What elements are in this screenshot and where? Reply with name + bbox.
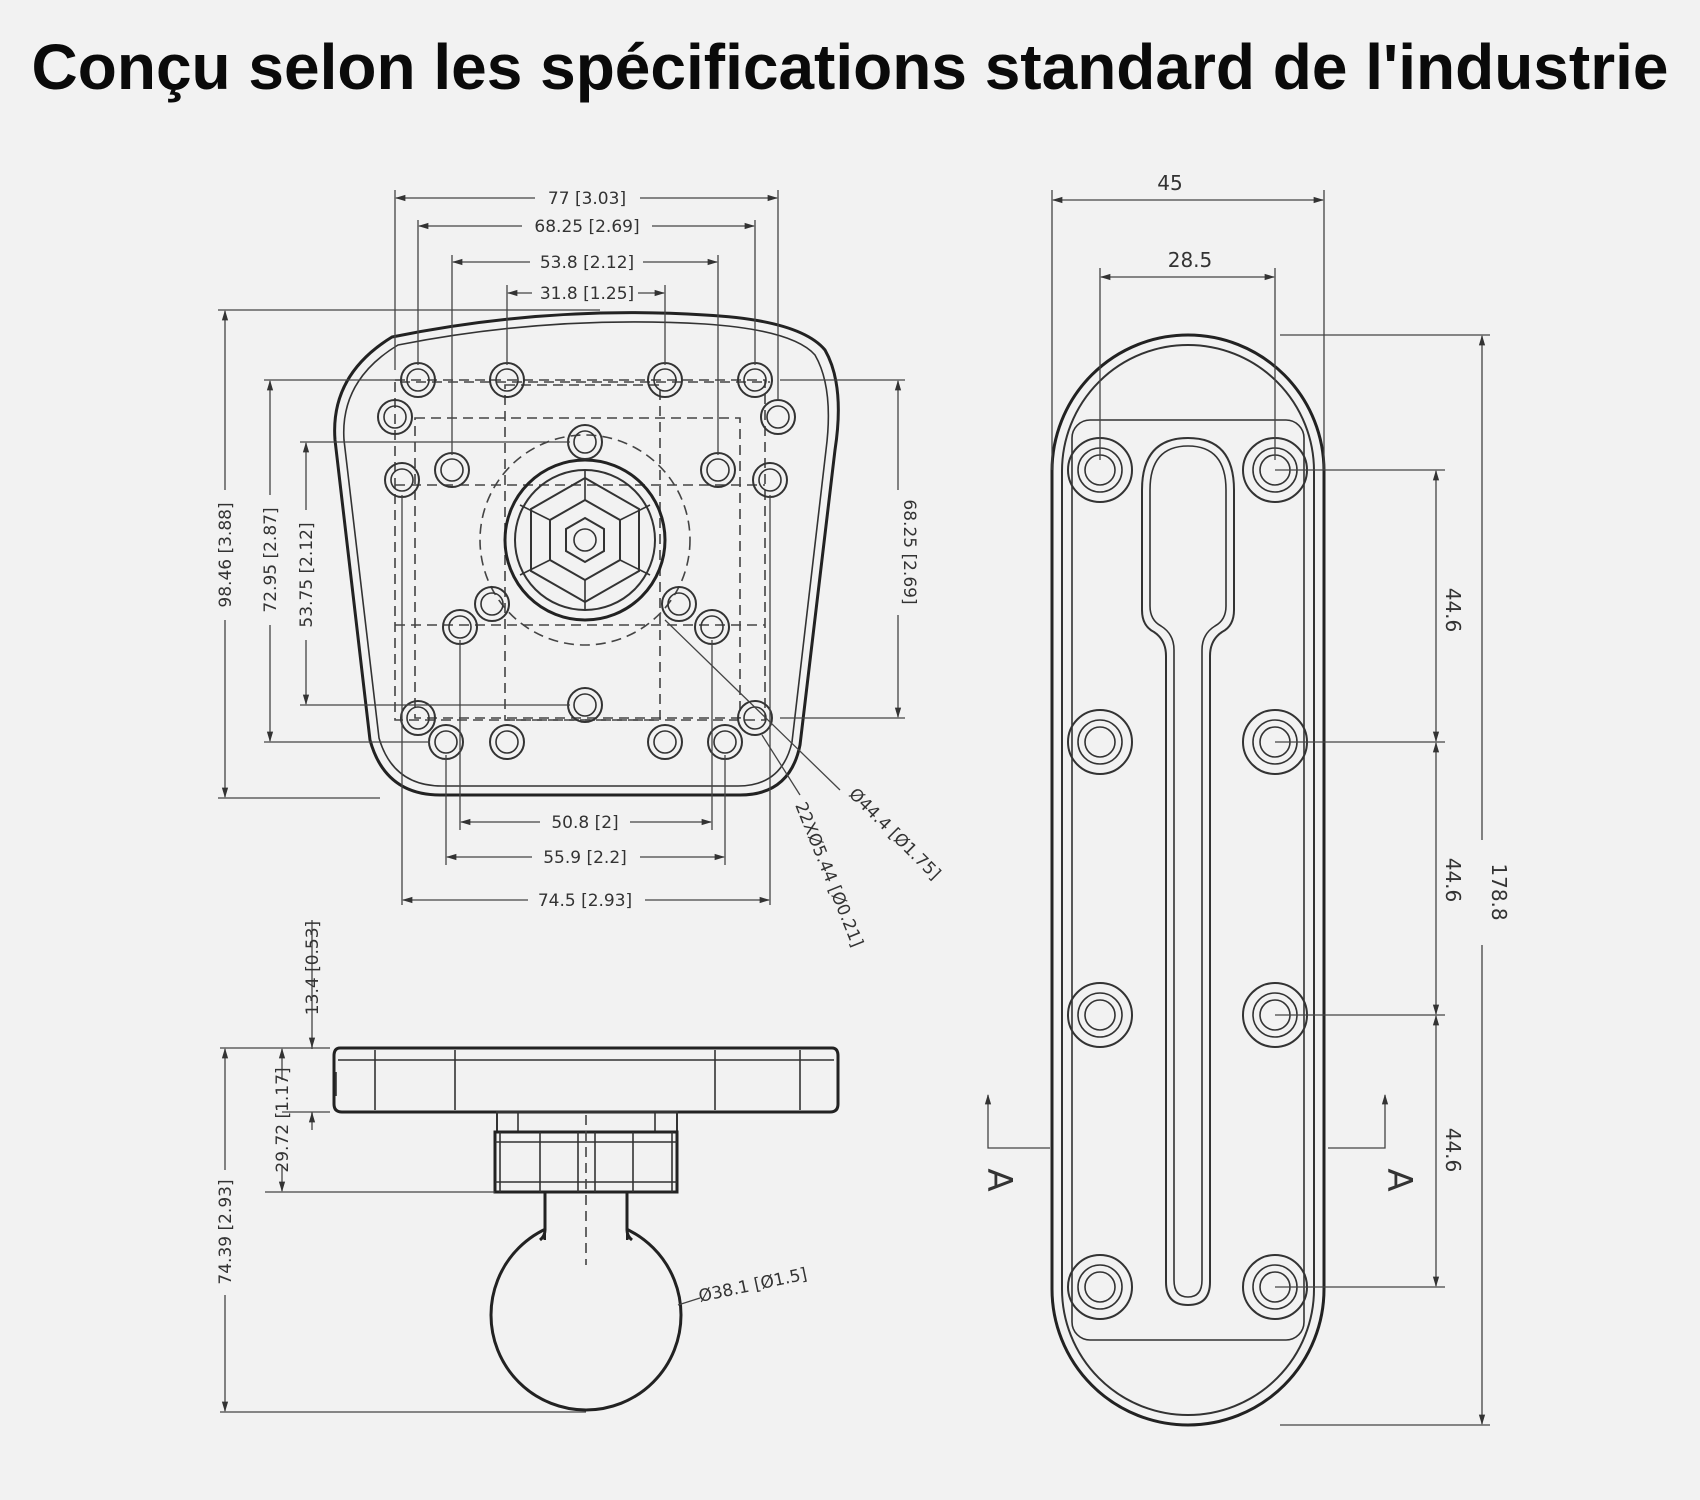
hole <box>442 609 478 645</box>
section-marker-right: A <box>1328 1093 1419 1192</box>
dim-label-pitch-1: 44.6 <box>1441 588 1465 633</box>
rail-outline <box>1050 333 1326 1427</box>
dim-label-74-39: 74.39 [2.93] <box>216 1179 236 1284</box>
section-label-right: A <box>1379 1168 1419 1191</box>
hole <box>428 724 464 760</box>
dim-label-98-46: 98.46 [3.88] <box>216 502 236 607</box>
hole <box>434 452 470 488</box>
hex-flange <box>496 1111 678 1133</box>
callout-bolt-circle: Ø44.4 [Ø1.75] <box>844 784 944 884</box>
hole <box>700 452 736 488</box>
top-horizontal-dims: 77 [3.03] 68.25 [2.69] 53.8 [2.12] 31.8 … <box>394 189 779 455</box>
plate-inner-outline <box>342 321 830 787</box>
dim-label-29-72: 29.72 [1.17] <box>273 1067 293 1172</box>
dim-label-pitch-2: 44.6 <box>1441 858 1465 903</box>
hole <box>384 462 420 498</box>
dim-label-68-25: 68.25 [2.69] <box>534 217 639 237</box>
right-vertical-dims: 68.25 [2.69] <box>780 379 919 719</box>
hole-pattern-outer <box>394 379 766 721</box>
plate-outline <box>333 311 840 797</box>
hole <box>661 586 697 622</box>
hole <box>474 586 510 622</box>
dim-label-31-8: 31.8 [1.25] <box>540 284 634 304</box>
hole <box>694 609 730 645</box>
dim-label-28-5: 28.5 <box>1168 248 1213 272</box>
dim-label-pitch-3: 44.6 <box>1441 1128 1465 1173</box>
dim-label-74-5: 74.5 [2.93] <box>538 891 632 911</box>
hole <box>400 700 436 736</box>
section-label-left: A <box>979 1168 1019 1191</box>
hole-pattern-mid <box>414 417 741 719</box>
hole <box>647 724 683 760</box>
rail-holes <box>1067 437 1308 1320</box>
top-view: 77 [3.03] 68.25 [2.69] 53.8 [2.12] 31.8 … <box>216 189 944 950</box>
hole <box>737 700 773 736</box>
hole <box>567 424 603 460</box>
bottom-horizontal-dims: 50.8 [2] 55.9 [2.2] 74.5 [2.93] <box>401 495 771 911</box>
hole <box>489 724 525 760</box>
rail-view: 45 28.5 44.6 44.6 44.6 178.8 A A <box>979 171 1511 1427</box>
section-marker-left: A <box>979 1093 1050 1192</box>
dim-label-53-8: 53.8 [2.12] <box>540 253 634 273</box>
hole <box>1067 1254 1133 1320</box>
hole <box>567 687 603 723</box>
hole <box>760 399 796 435</box>
keyhole-slot <box>1141 436 1235 1307</box>
hole <box>1067 982 1133 1048</box>
left-vertical-dims: 98.46 [3.88] 72.95 [2.87] 53.75 [2.12] <box>216 309 600 799</box>
side-view: 13.4 [0.53] 29.72 [1.17] 74.39 [2.93] Ø3… <box>216 920 840 1413</box>
side-plate <box>332 1046 840 1114</box>
dim-label-68-25-vertical: 68.25 [2.69] <box>899 499 919 604</box>
dim-label-178-8: 178.8 <box>1487 863 1511 920</box>
bolt-circle <box>479 434 691 646</box>
hole <box>752 462 788 498</box>
hole <box>377 399 413 435</box>
dim-label-45: 45 <box>1157 171 1182 195</box>
callout-hole-count: 22XØ5.44 [Ø0.21] <box>790 799 866 950</box>
page-title: Conçu selon les spécifications standard … <box>31 31 1669 103</box>
dim-label-72-95: 72.95 [2.87] <box>261 507 281 612</box>
dim-label-77: 77 [3.03] <box>548 189 626 209</box>
dim-label-53-75: 53.75 [2.12] <box>297 522 317 627</box>
dim-label-50-8: 50.8 [2] <box>551 813 618 833</box>
hole-pattern-inner <box>504 384 661 721</box>
dim-label-13-4: 13.4 [0.53] <box>303 921 323 1015</box>
hole <box>1067 709 1133 775</box>
rail-inner-track <box>1071 419 1305 1341</box>
dim-label-55-9: 55.9 [2.2] <box>543 848 627 868</box>
callout-ball-diameter: Ø38.1 [Ø1.5] <box>697 1264 809 1307</box>
hole <box>707 724 743 760</box>
